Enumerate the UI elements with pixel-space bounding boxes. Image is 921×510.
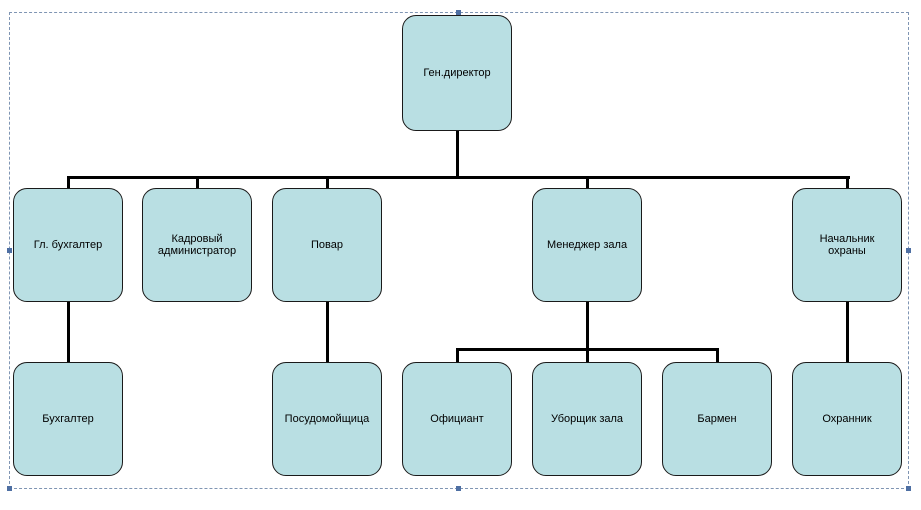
node-cook[interactable]: Повар xyxy=(272,188,382,302)
node-hall-cleaner[interactable]: Уборщик зала xyxy=(532,362,642,476)
node-chief-accountant[interactable]: Гл. бухгалтер xyxy=(13,188,123,302)
resize-handle-top[interactable] xyxy=(456,10,461,15)
node-hall-manager[interactable]: Менеджер зала xyxy=(532,188,642,302)
node-dishwasher[interactable]: Посудомойщица xyxy=(272,362,382,476)
node-barman[interactable]: Бармен xyxy=(662,362,772,476)
resize-handle-bottom-left[interactable] xyxy=(7,486,12,491)
connector-cook xyxy=(326,302,329,362)
resize-handle-left[interactable] xyxy=(7,248,12,253)
node-accountant[interactable]: Бухгалтер xyxy=(13,362,123,476)
resize-handle-bottom[interactable] xyxy=(456,486,461,491)
connector-drop-5 xyxy=(846,176,849,188)
connector-drop-1 xyxy=(67,176,70,188)
connector-security xyxy=(846,302,849,362)
connector-drop-4 xyxy=(586,176,589,188)
connector-drop-barman xyxy=(716,348,719,362)
connector-drop-3 xyxy=(326,176,329,188)
connector-accountant xyxy=(67,302,70,362)
node-security-chief[interactable]: Начальник охраны xyxy=(792,188,902,302)
connector-drop-cleaner xyxy=(586,348,589,362)
connector-drop-waiter xyxy=(456,348,459,362)
resize-handle-bottom-right[interactable] xyxy=(906,486,911,491)
connector-root-down xyxy=(456,130,459,178)
connector-manager-down xyxy=(586,302,589,350)
connector-level1-bus xyxy=(67,176,850,179)
node-hr-administrator[interactable]: Кадровый администратор xyxy=(142,188,252,302)
node-guard[interactable]: Охранник xyxy=(792,362,902,476)
node-waiter[interactable]: Официант xyxy=(402,362,512,476)
connector-drop-2 xyxy=(196,176,199,188)
resize-handle-right[interactable] xyxy=(906,248,911,253)
node-general-director[interactable]: Ген.директор xyxy=(402,15,512,131)
